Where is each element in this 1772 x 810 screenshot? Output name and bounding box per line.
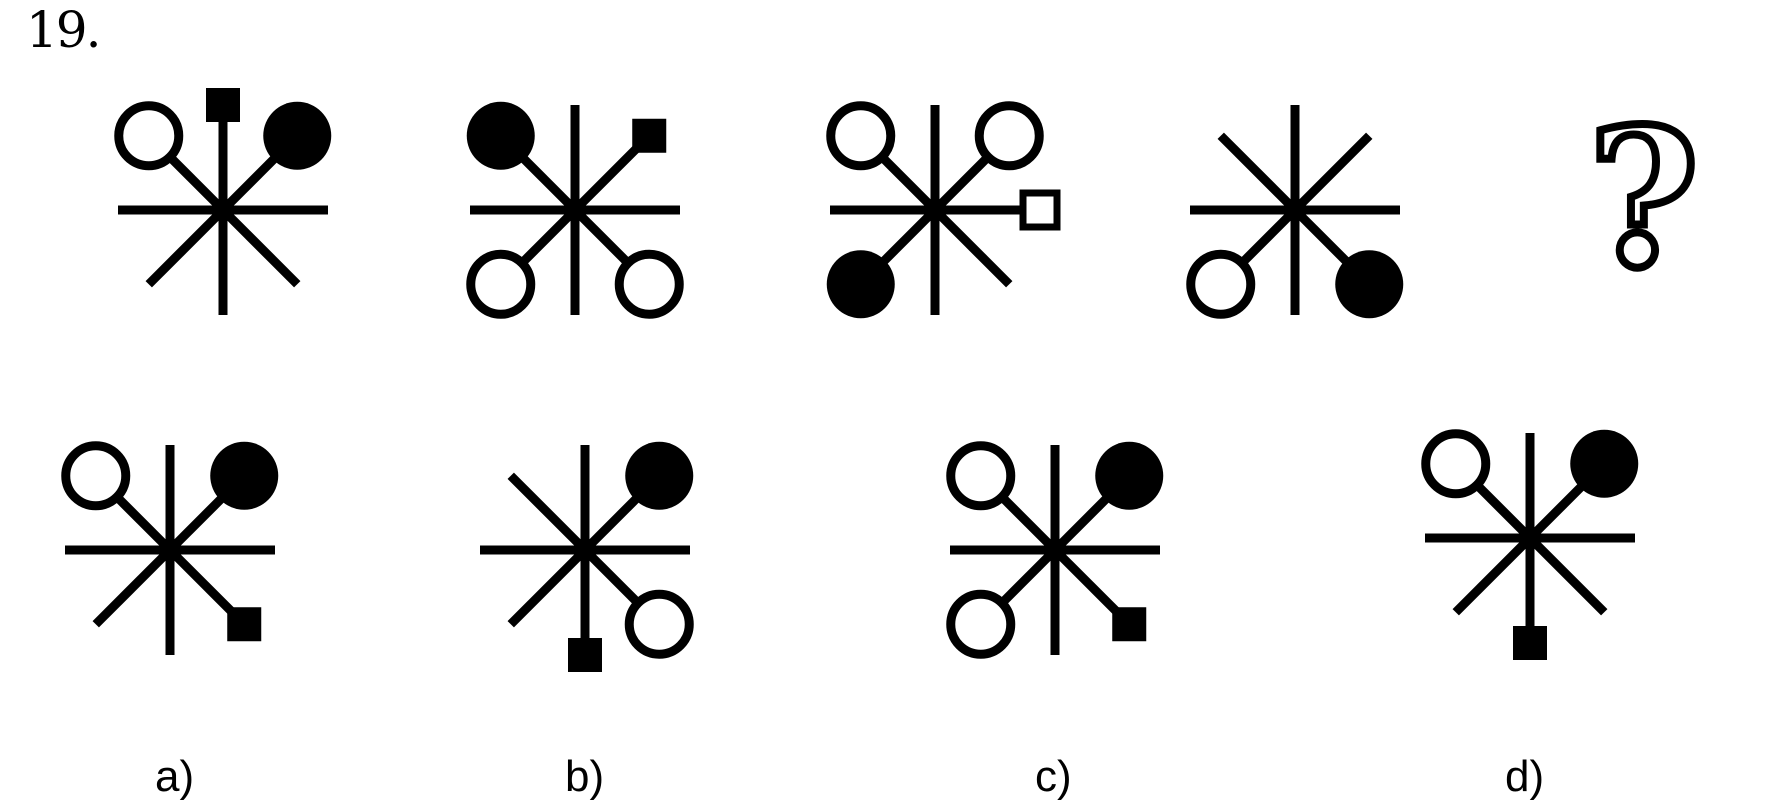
- arm-se-line: [1051, 546, 1121, 616]
- arm-nw-line: [507, 472, 589, 554]
- sequence-figure-2: [460, 90, 690, 330]
- star-figure: [480, 441, 694, 672]
- arm-sw-line: [518, 206, 579, 267]
- arm-nw-line: [113, 493, 174, 554]
- arm-ne-line: [166, 493, 227, 554]
- arm-ne-line: [581, 493, 642, 554]
- open-circle-nw: [1421, 429, 1491, 499]
- filled-circle-sw: [826, 250, 895, 319]
- arm-se-line: [581, 546, 642, 607]
- arm-nw-line: [878, 153, 939, 214]
- option-c-label[interactable]: c): [1035, 752, 1072, 801]
- star-figure: [946, 441, 1164, 659]
- arm-se-line: [166, 546, 236, 616]
- option-b-figure[interactable]: [470, 430, 700, 672]
- option-a-figure[interactable]: [55, 430, 285, 670]
- arm-ne-line: [931, 153, 992, 214]
- open-circle-nw: [61, 441, 131, 511]
- filled-square-s: [1513, 626, 1547, 660]
- filled-circle-ne: [625, 441, 694, 510]
- star-figure: [114, 88, 332, 315]
- open-circle-sw: [1186, 249, 1256, 319]
- filled-square-se: [227, 607, 262, 642]
- open-circle-se: [624, 589, 694, 659]
- option-b-label[interactable]: b): [565, 752, 605, 801]
- arm-se-line: [219, 206, 301, 288]
- arm-nw-line: [998, 493, 1059, 554]
- arm-ne-line: [1291, 132, 1373, 214]
- arm-sw-line: [1452, 534, 1534, 616]
- arm-se-line: [571, 206, 632, 267]
- open-circle-nw: [114, 101, 184, 171]
- star-figure: [466, 101, 684, 319]
- star-figure: [826, 101, 1061, 319]
- sequence-figure-4: [1180, 90, 1410, 330]
- filled-circle-ne: [263, 101, 332, 170]
- filled-circle-ne: [210, 441, 279, 510]
- arm-ne-line: [1526, 481, 1587, 542]
- arm-sw-line: [507, 546, 589, 628]
- open-circle-sw: [946, 589, 1016, 659]
- star-figure: [61, 441, 279, 655]
- open-square-e: [1019, 189, 1061, 231]
- arm-ne-line: [219, 153, 280, 214]
- arm-nw-line: [1217, 132, 1299, 214]
- filled-square-s: [568, 638, 602, 672]
- star-figure: [1186, 105, 1404, 319]
- filled-square-se: [1112, 607, 1147, 642]
- filled-circle-ne: [1570, 429, 1639, 498]
- arm-sw-line: [878, 206, 939, 267]
- filled-square-ne: [632, 118, 667, 153]
- open-circle-nw: [946, 441, 1016, 511]
- arm-se-line: [1526, 534, 1608, 616]
- filled-square-n: [206, 88, 240, 122]
- sequence-figure-1: [108, 88, 338, 330]
- option-d-figure[interactable]: [1415, 418, 1645, 660]
- arm-ne-line: [1051, 493, 1112, 554]
- open-circle-sw: [466, 249, 536, 319]
- open-circle-nw: [826, 101, 896, 171]
- arm-nw-line: [518, 153, 579, 214]
- arm-nw-line: [166, 153, 227, 214]
- arm-sw-line: [1238, 206, 1299, 267]
- arm-nw-line: [1473, 481, 1534, 542]
- arm-se-line: [931, 206, 1013, 288]
- arm-sw-line: [998, 546, 1059, 607]
- arm-sw-line: [145, 206, 227, 288]
- star-figure: [1421, 429, 1639, 660]
- option-c-figure[interactable]: [940, 430, 1170, 670]
- arm-sw-line: [92, 546, 174, 628]
- arm-se-line: [1291, 206, 1352, 267]
- question-mark: ?: [1584, 87, 1703, 310]
- open-circle-ne: [974, 101, 1044, 171]
- filled-circle-se: [1335, 250, 1404, 319]
- sequence-figure-3: [820, 90, 1061, 330]
- filled-circle-ne: [1095, 441, 1164, 510]
- option-a-label[interactable]: a): [155, 752, 195, 801]
- open-circle-se: [614, 249, 684, 319]
- question-number: 19.: [26, 1, 102, 59]
- arm-ne-line: [571, 144, 641, 214]
- filled-circle-nw: [466, 101, 535, 170]
- option-d-label[interactable]: d): [1505, 752, 1545, 801]
